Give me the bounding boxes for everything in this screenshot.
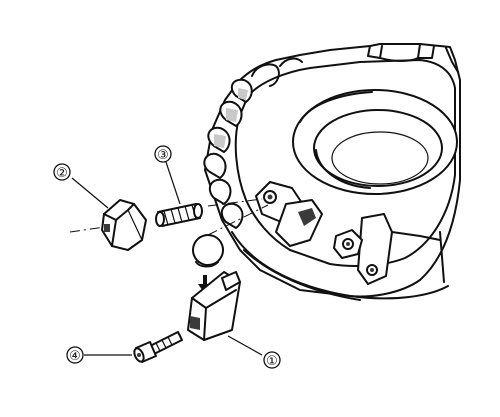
callout-4: ④ <box>66 346 84 364</box>
center-line-lower <box>207 204 269 236</box>
callout-1: ① <box>263 351 281 369</box>
center-line-upper <box>69 226 106 233</box>
callout-3: ③ <box>154 145 172 163</box>
callout-2-label: ② <box>56 166 68 181</box>
part-1-insert <box>187 271 241 341</box>
part-4-cap-screw <box>133 331 183 363</box>
cutter-body <box>203 43 461 301</box>
callout-1-label: ① <box>266 354 278 369</box>
leader-line-1 <box>227 335 263 356</box>
callout-3-label: ③ <box>157 148 169 163</box>
center-line-mid <box>207 198 263 207</box>
part-2-cap <box>101 199 147 251</box>
callout-2: ② <box>53 163 71 181</box>
shim-disc <box>192 234 224 268</box>
leader-line-2 <box>71 177 109 209</box>
leader-line-3 <box>165 161 181 205</box>
callout-4-label: ④ <box>69 349 81 364</box>
part-3-set-screw <box>155 203 203 227</box>
